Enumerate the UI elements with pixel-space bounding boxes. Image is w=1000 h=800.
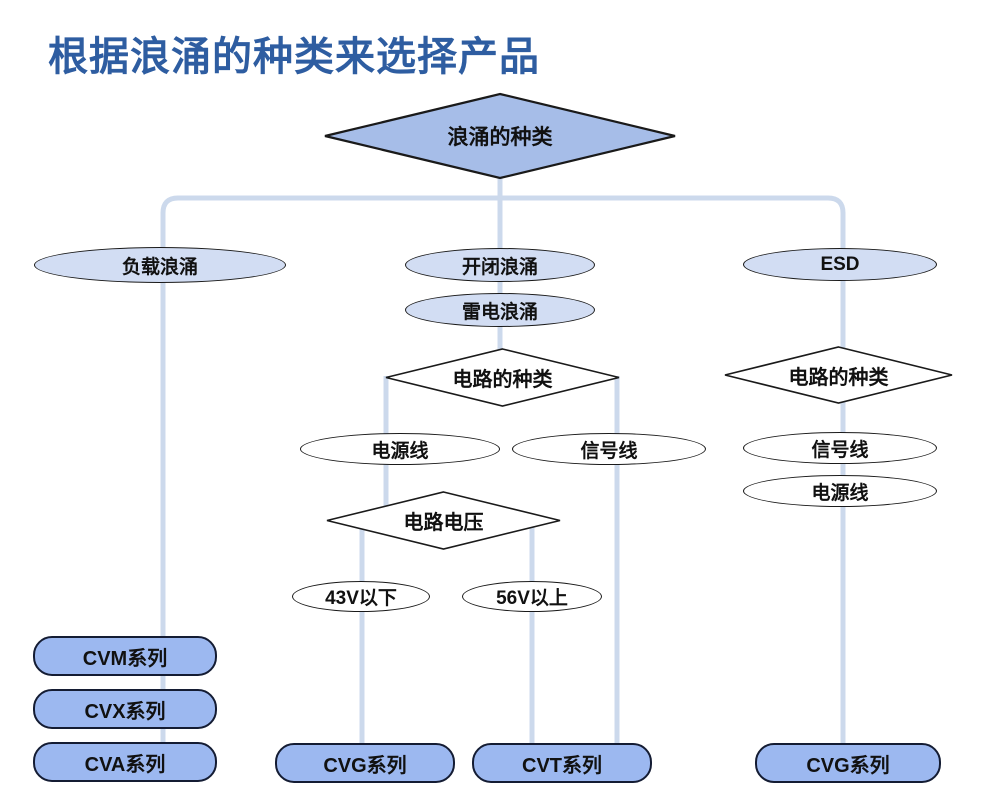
box-cvm-series-label: CVM系列: [82, 647, 168, 670]
ellipse-over-56v: 56V以上: [462, 581, 602, 612]
box-cvx-series-label: CVX系列: [84, 700, 166, 723]
ellipse-esd-label: ESD: [820, 253, 860, 275]
box-cva-series: CVA系列: [33, 742, 217, 782]
diamond-circuit-voltage: 电路电压: [327, 492, 560, 549]
ellipse-signal-line-right-label: 信号线: [811, 439, 869, 461]
ellipse-over-56v-label: 56V以上: [496, 588, 568, 609]
box-cvg-series-right: CVG系列: [755, 743, 941, 783]
page-title: 根据浪涌的种类来选择产品: [48, 35, 540, 79]
box-cvt-series: CVT系列: [472, 743, 652, 783]
ellipse-esd: ESD: [743, 248, 937, 281]
ellipse-signal-line-mid: 信号线: [512, 433, 706, 465]
diamond-circuit-type-mid-label: 电路的种类: [452, 369, 553, 391]
ellipse-load-surge: 负载浪涌: [34, 247, 286, 283]
ellipse-switching-surge: 开闭浪涌: [405, 248, 595, 282]
diamond-surge-type-label: 浪涌的种类: [447, 126, 553, 149]
diamond-circuit-type-right: 电路的种类: [725, 347, 952, 403]
ellipse-signal-line-mid-label: 信号线: [580, 440, 638, 462]
ellipse-power-line-mid-label: 电源线: [371, 440, 429, 462]
diamond-circuit-type-right-label: 电路的种类: [788, 366, 889, 389]
diamond-surge-type: 浪涌的种类: [325, 94, 675, 178]
box-cvg-series-mid: CVG系列: [275, 743, 455, 783]
ellipse-power-line-right: 电源线: [743, 475, 937, 507]
box-cva-series-label: CVA系列: [84, 753, 166, 776]
ellipse-load-surge-label: 负载浪涌: [121, 256, 198, 278]
box-cvm-series: CVM系列: [33, 636, 217, 676]
ellipse-under-43v-label: 43V以下: [325, 588, 397, 609]
ellipse-lightning-surge: 雷电浪涌: [405, 293, 595, 327]
ellipse-switching-surge-label: 开闭浪涌: [461, 256, 538, 278]
ellipse-power-line-mid: 电源线: [300, 433, 500, 465]
ellipse-signal-line-right: 信号线: [743, 432, 937, 464]
box-cvg-series-mid-label: CVG系列: [323, 754, 407, 777]
ellipse-under-43v: 43V以下: [292, 581, 430, 612]
box-cvt-series-label: CVT系列: [522, 754, 602, 777]
diamond-circuit-type-mid: 电路的种类: [386, 349, 619, 406]
box-cvx-series: CVX系列: [33, 689, 217, 729]
diamond-circuit-voltage-label: 电路电压: [403, 512, 484, 534]
ellipse-lightning-surge-label: 雷电浪涌: [461, 301, 538, 323]
connector-branch-bar: [160, 195, 846, 765]
box-cvg-series-right-label: CVG系列: [806, 754, 890, 777]
ellipse-power-line-right-label: 电源线: [811, 482, 869, 504]
